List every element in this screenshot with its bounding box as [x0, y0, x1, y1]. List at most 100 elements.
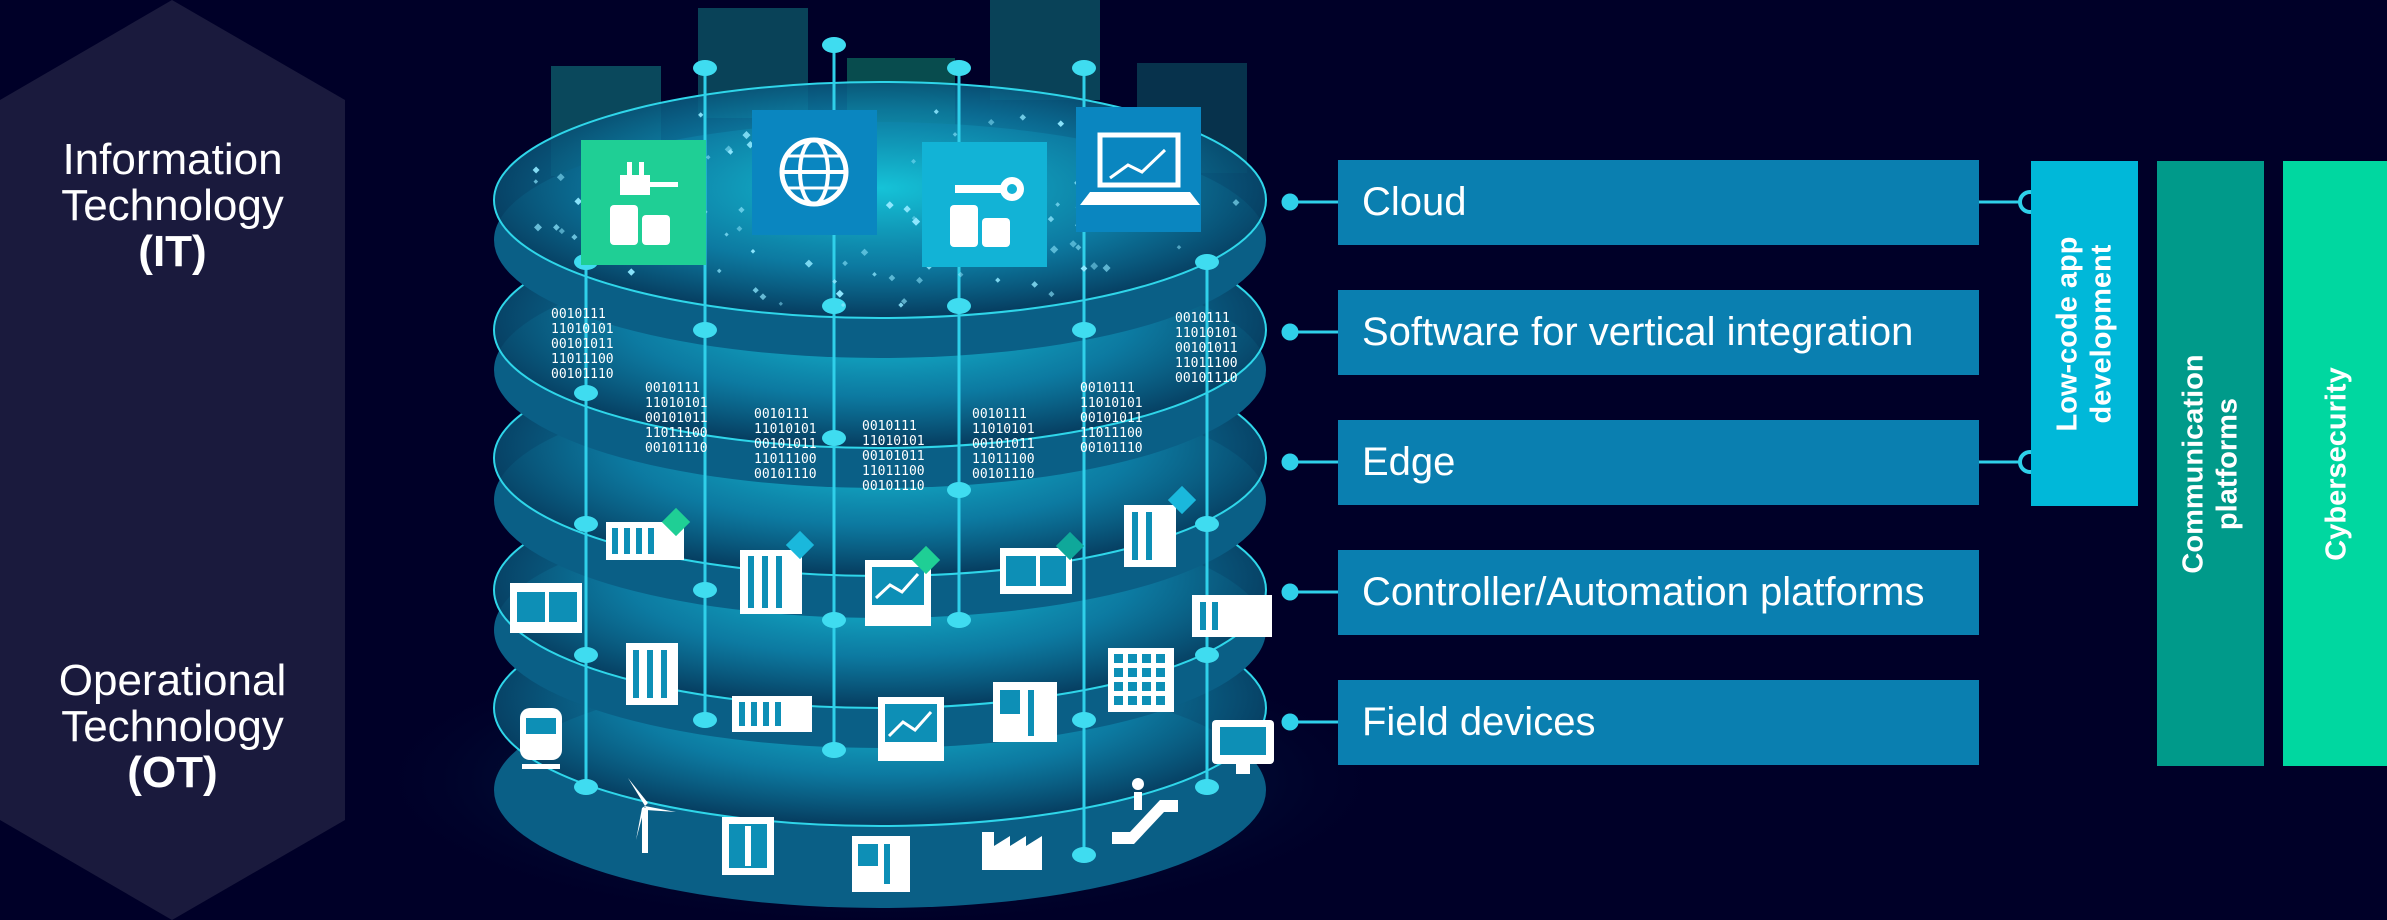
drive-module-icon [1192, 595, 1272, 637]
sparkle-dot [995, 277, 1001, 283]
keypad-key [1128, 668, 1137, 677]
lowcode-line2: development [2085, 244, 2118, 423]
ot-label: Operational Technology (OT) [0, 658, 345, 796]
keypad-key [1142, 696, 1151, 705]
sparkle-dot [716, 268, 722, 274]
lowcode-bar-label: Low-code app development [2051, 236, 2119, 431]
escalator-icon [1112, 778, 1178, 844]
connector-nodes [574, 37, 1219, 863]
field-layer-icons [520, 643, 1274, 892]
ot-label-line1: Operational [58, 656, 287, 705]
cabinet-icon [626, 643, 678, 705]
sparkle-dot [872, 272, 877, 277]
sparkle-dot [916, 276, 923, 284]
keypad-key [1156, 654, 1165, 663]
sparkle-dot [1075, 244, 1082, 251]
sparkle-dot [742, 131, 751, 140]
io-rail-icon [732, 696, 812, 732]
layer-box-field: Field devices [1338, 680, 1979, 765]
it-label: Information Technology (IT) [0, 137, 345, 275]
sparkle-dot [804, 259, 813, 268]
layer-box-cloud: Cloud [1338, 160, 1979, 245]
it-label-line1: Information [62, 135, 283, 184]
keypad-key [1156, 696, 1165, 705]
box-connectors [1281, 193, 1338, 731]
it-label-line2: Technology [61, 181, 284, 230]
cloud-layer-icons [581, 107, 1201, 267]
keypad-key [1142, 654, 1151, 663]
ot-label-abbr: (OT) [127, 748, 218, 797]
plug-coins-icon [581, 140, 706, 265]
laptop-chart-icon [1076, 107, 1201, 232]
ot-label-line2: Technology [61, 702, 284, 751]
layer-box-software: Software for vertical integration [1338, 290, 1979, 375]
layer-box-controller: Controller/Automation platforms [1338, 550, 1979, 635]
sparkle-dot [1090, 262, 1099, 271]
lowcode-line1: Low-code app [2051, 236, 2084, 431]
keypad-key [1128, 654, 1137, 663]
hmi-chart-icon [865, 545, 941, 626]
cybersecurity-bar: Cybersecurity [2283, 161, 2387, 766]
it-label-abbr: (IT) [138, 227, 207, 276]
sparkle-dot [888, 274, 896, 282]
train-icon [520, 708, 562, 769]
sparkle-dot [759, 293, 767, 301]
keypad-key [1156, 668, 1165, 677]
drive-unit-icon [993, 682, 1057, 742]
controller-module-icon [1124, 485, 1197, 567]
sparkle-dot [738, 206, 745, 214]
elevator-icon [722, 817, 774, 875]
it-ot-hexagon [0, 0, 345, 920]
back-panel [990, 0, 1100, 100]
sparkle-dot [553, 224, 560, 231]
plc-rack-icon [740, 530, 815, 614]
layer-box-edge: Edge [1338, 420, 1979, 505]
keypad-key [1128, 682, 1137, 691]
operator-panel-icon [1212, 720, 1274, 774]
drive-unit-icon [852, 836, 910, 892]
sparkle-dot [832, 279, 837, 284]
communication-bar: Communication platforms [2157, 161, 2264, 766]
keypad-key [1114, 654, 1123, 663]
wrench-coins-icon [922, 142, 1047, 267]
globe-icon [752, 110, 877, 235]
keypad-panel-icon [1108, 648, 1174, 712]
sparkle-dot [1031, 281, 1038, 288]
sparkle-dot [627, 268, 636, 276]
keypad-key [1128, 696, 1137, 705]
sparkle-dot [898, 302, 904, 308]
sparkle-dot [724, 232, 729, 237]
keypad-key [1142, 668, 1151, 677]
keypad-key [1142, 682, 1151, 691]
sparkle-dot [840, 302, 846, 308]
wind-turbine-icon [628, 778, 676, 853]
sparkle-dot [911, 158, 917, 164]
sparkle-dot [952, 132, 958, 137]
keypad-key [1114, 682, 1123, 691]
plc-module-icon [606, 507, 691, 560]
keypad-key [1114, 696, 1123, 705]
sparkle-dot [778, 301, 783, 306]
communication-bar-label: Communication platforms [2177, 354, 2245, 573]
communication-line2: platforms [2211, 397, 2244, 530]
keypad-key [1156, 682, 1165, 691]
sparkle-dot [752, 287, 759, 294]
sparkle-dot [885, 201, 894, 210]
controller-layer-icons [510, 485, 1272, 637]
io-module-icon [1000, 531, 1085, 594]
din-module-icon [510, 583, 582, 633]
factory-icon [982, 832, 1042, 870]
lowcode-bar: Low-code app development [2031, 161, 2138, 506]
monitor-chart-icon [878, 697, 944, 761]
cybersecurity-bar-label: Cybersecurity [2320, 366, 2353, 561]
